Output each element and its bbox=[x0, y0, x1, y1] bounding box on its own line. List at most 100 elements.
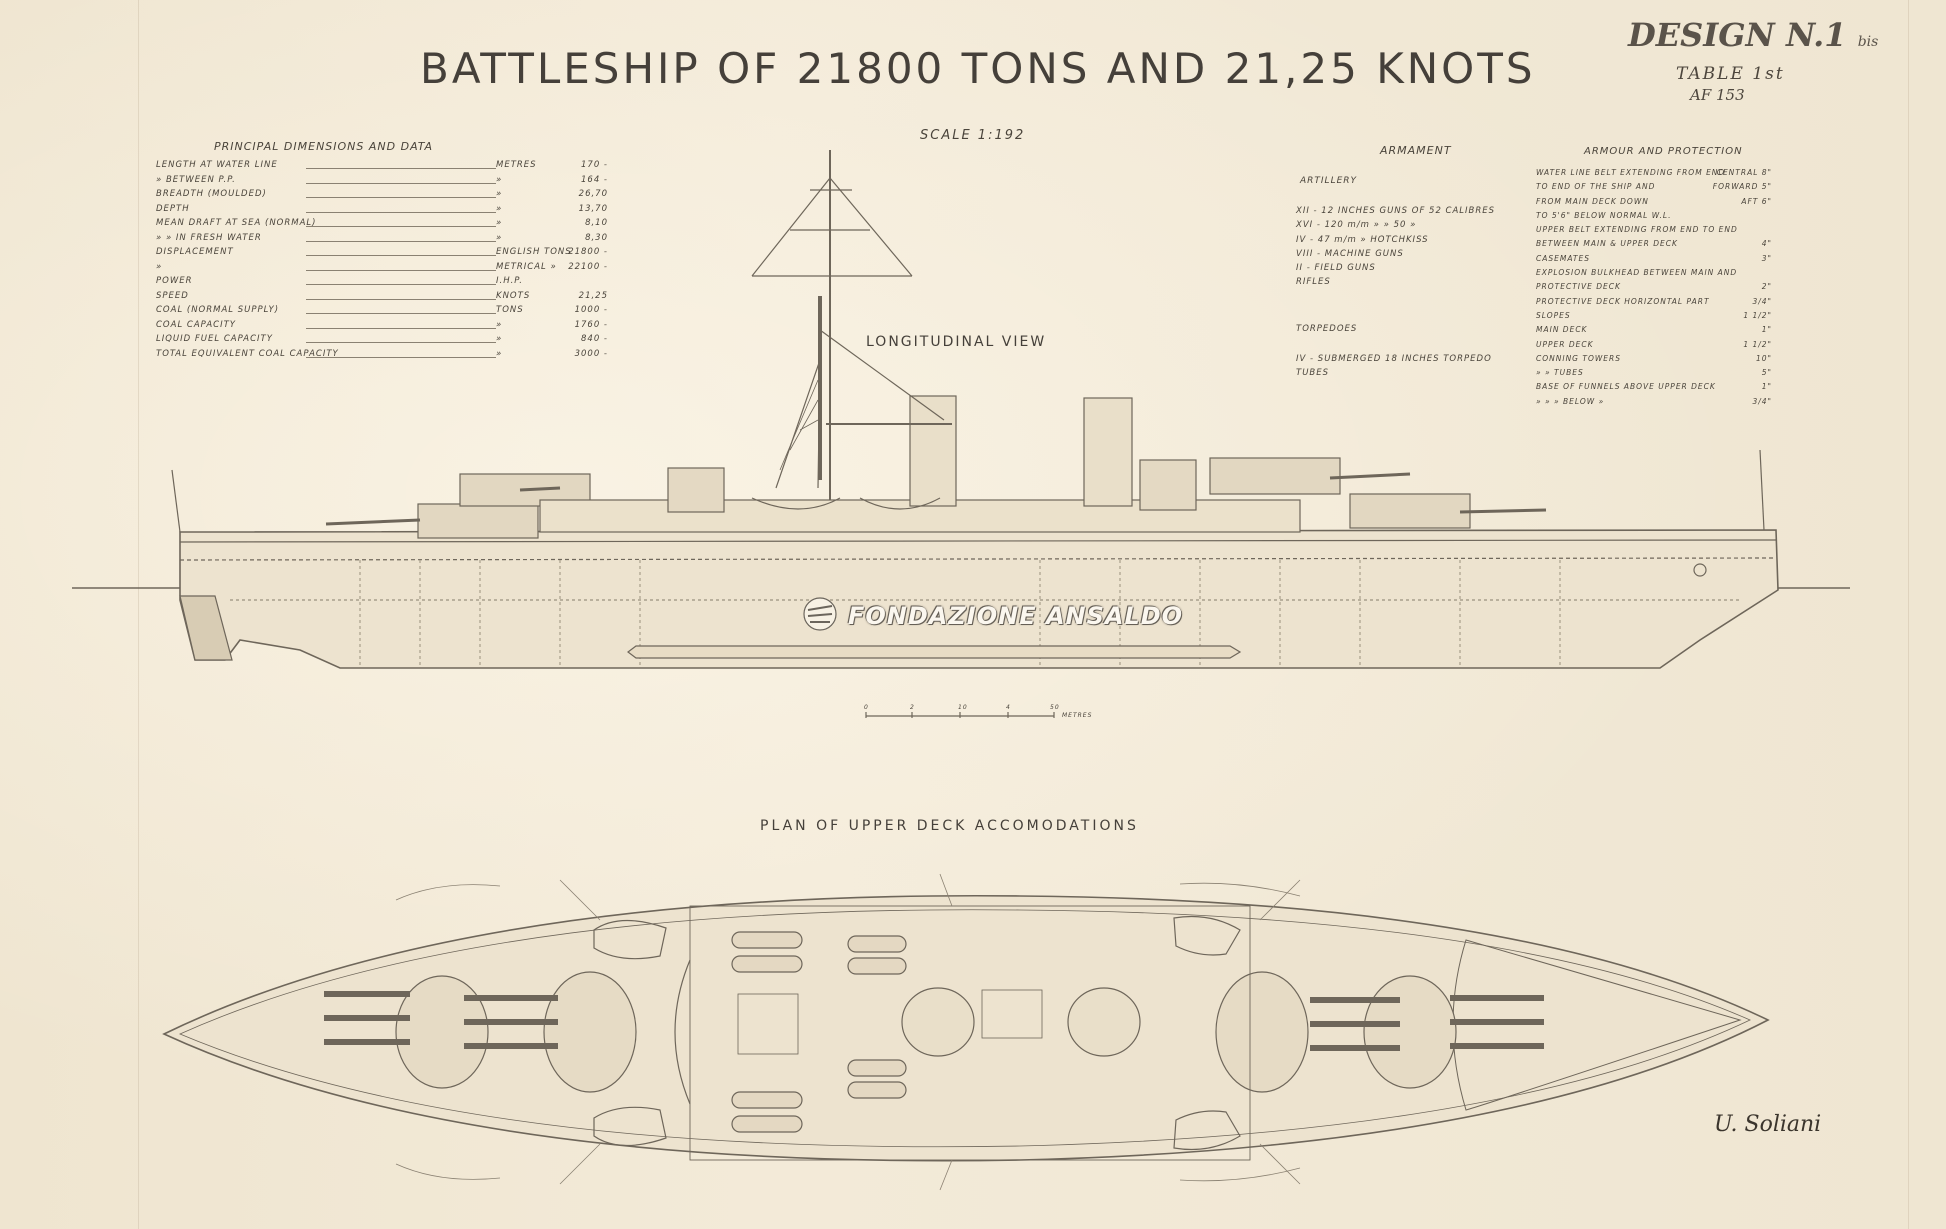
table-label: TABLE 1st bbox=[1676, 64, 1785, 84]
table-code: AF 153 bbox=[1690, 86, 1745, 104]
scale-label: SCALE 1:192 bbox=[920, 128, 1026, 143]
dimension-row: COAL (NORMAL SUPPLY) TONS 1000 - bbox=[156, 305, 616, 320]
armour-label: UPPER BELT EXTENDING FROM END TO END bbox=[1536, 225, 1738, 235]
artillery-heading: ARTILLERY bbox=[1300, 176, 1358, 186]
torpedo-item: IV - SUBMERGED 18 INCHES TORPEDO bbox=[1296, 354, 1492, 364]
armour-row: BASE OF FUNNELS ABOVE UPPER DECK 1" bbox=[1536, 382, 1776, 396]
dimension-unit: » bbox=[496, 174, 503, 185]
watermark: FONDAZIONE ANSALDO bbox=[840, 596, 1183, 636]
scale-bar bbox=[865, 712, 1055, 718]
scale-tick-label: 0 bbox=[864, 704, 869, 711]
drawing-title: BATTLESHIP OF 21800 TONS AND 21,25 KNOTS bbox=[420, 44, 1536, 93]
dimension-row: »METRICAL »22100 - bbox=[156, 262, 616, 277]
armour-row: EXPLOSION BULKHEAD BETWEEN MAIN AND bbox=[1536, 268, 1776, 282]
armour-row: » » » BELOW » 3/4" bbox=[1536, 397, 1776, 411]
armour-row: TO 5'6" BELOW NORMAL W.L. bbox=[1536, 211, 1776, 225]
dimension-value: 840 - bbox=[581, 334, 608, 344]
dimension-label: LENGTH AT WATER LINE bbox=[156, 160, 278, 170]
armour-value: FORWARD 5" bbox=[1712, 182, 1772, 192]
fondazione-ansaldo-logo-icon bbox=[803, 597, 837, 631]
dimension-label: BREADTH (MOULDED) bbox=[156, 189, 267, 199]
armour-value: 1 1/2" bbox=[1743, 310, 1772, 320]
dimension-value: 13,70 bbox=[578, 203, 608, 214]
dimension-row: MEAN DRAFT AT SEA (NORMAL)»8,10 bbox=[156, 218, 616, 233]
armour-label: EXPLOSION BULKHEAD BETWEEN MAIN AND bbox=[1536, 268, 1738, 278]
armour-label: CONNING TOWERS bbox=[1536, 353, 1621, 363]
armour-heading: ARMOUR AND PROTECTION bbox=[1584, 146, 1743, 157]
signature: U. Soliani bbox=[1714, 1112, 1822, 1137]
dimension-row: BREADTH (MOULDED)»26,70 bbox=[156, 189, 616, 204]
leader-line bbox=[306, 313, 496, 314]
dimension-unit: » bbox=[496, 218, 503, 228]
dimension-value: 164 - bbox=[581, 174, 608, 185]
armour-label: PROTECTIVE DECK bbox=[1536, 282, 1621, 292]
leader-line bbox=[306, 226, 496, 227]
scale-tick-label: 10 bbox=[958, 704, 968, 711]
armour-value: CENTRAL 8" bbox=[1716, 168, 1772, 177]
dimension-value: 21,25 bbox=[578, 290, 608, 301]
armour-label: CASEMATES bbox=[1536, 253, 1591, 263]
armour-value: 2" bbox=[1761, 282, 1772, 292]
armour-label: BASE OF FUNNELS ABOVE UPPER DECK bbox=[1536, 382, 1716, 392]
plan-view-label: PLAN OF UPPER DECK ACCOMODATIONS bbox=[760, 818, 1139, 834]
armour-label: FROM MAIN DECK DOWN bbox=[1536, 196, 1649, 206]
design-suffix: bis bbox=[1857, 34, 1879, 50]
scale-tick-label: 50 bbox=[1050, 704, 1060, 711]
leader-line bbox=[306, 298, 496, 300]
armour-value: 1" bbox=[1761, 382, 1772, 392]
scale-unit-label: METRES bbox=[1062, 712, 1093, 719]
leader-line bbox=[306, 240, 496, 242]
armour-value: 4" bbox=[1761, 239, 1772, 249]
paper-fold-line bbox=[138, 0, 139, 1229]
dimension-unit: I.H.P. bbox=[496, 276, 523, 286]
dimension-unit: » bbox=[496, 203, 503, 214]
armour-value: 3/4" bbox=[1752, 396, 1772, 406]
dimension-label: » » IN FRESH WATER bbox=[156, 232, 262, 243]
principal-dimensions-heading: PRINCIPAL DIMENSIONS AND DATA bbox=[214, 140, 434, 153]
dimension-unit: » bbox=[496, 232, 503, 243]
longitudinal-view bbox=[72, 150, 1850, 669]
leader-line bbox=[306, 269, 496, 271]
dimension-row: TOTAL EQUIVALENT COAL CAPACITY»3000 - bbox=[156, 349, 616, 364]
dimension-label: TOTAL EQUIVALENT COAL CAPACITY bbox=[156, 348, 339, 359]
dimension-label: COAL (NORMAL SUPPLY) bbox=[156, 305, 280, 315]
leader-line bbox=[306, 211, 496, 213]
dimension-label: DISPLACEMENT bbox=[156, 247, 234, 257]
dimension-value: 3000 - bbox=[574, 348, 608, 359]
dimension-label: MEAN DRAFT AT SEA (NORMAL) bbox=[156, 218, 317, 228]
armour-label: » » TUBES bbox=[1536, 368, 1584, 378]
armour-label: WATER LINE BELT EXTENDING FROM END bbox=[1536, 168, 1726, 177]
dimension-unit: » bbox=[496, 319, 503, 330]
artillery-item: VIII - MACHINE GUNS bbox=[1296, 248, 1404, 259]
dimension-row: POWER I.H.P. bbox=[156, 276, 616, 291]
dimension-unit: » bbox=[496, 334, 503, 344]
dimension-row: COAL CAPACITY»1760 - bbox=[156, 320, 616, 335]
armour-row: CONNING TOWERS 10" bbox=[1536, 354, 1776, 368]
armour-value: 10" bbox=[1756, 353, 1772, 363]
armour-value: 1 1/2" bbox=[1743, 339, 1772, 349]
dimension-value: 1000 - bbox=[574, 305, 608, 315]
dimension-label: POWER bbox=[156, 276, 193, 286]
dimension-label: LIQUID FUEL CAPACITY bbox=[156, 334, 273, 344]
leader-line bbox=[306, 356, 496, 358]
armour-row: PROTECTIVE DECK 2" bbox=[1536, 282, 1776, 296]
dimension-value: 22100 - bbox=[568, 261, 608, 272]
dimension-unit: METRES bbox=[496, 160, 537, 170]
dimension-unit: TONS bbox=[496, 305, 524, 315]
dimension-row: » » IN FRESH WATER»8,30 bbox=[156, 233, 616, 248]
armour-label: » » » BELOW » bbox=[1536, 396, 1605, 406]
